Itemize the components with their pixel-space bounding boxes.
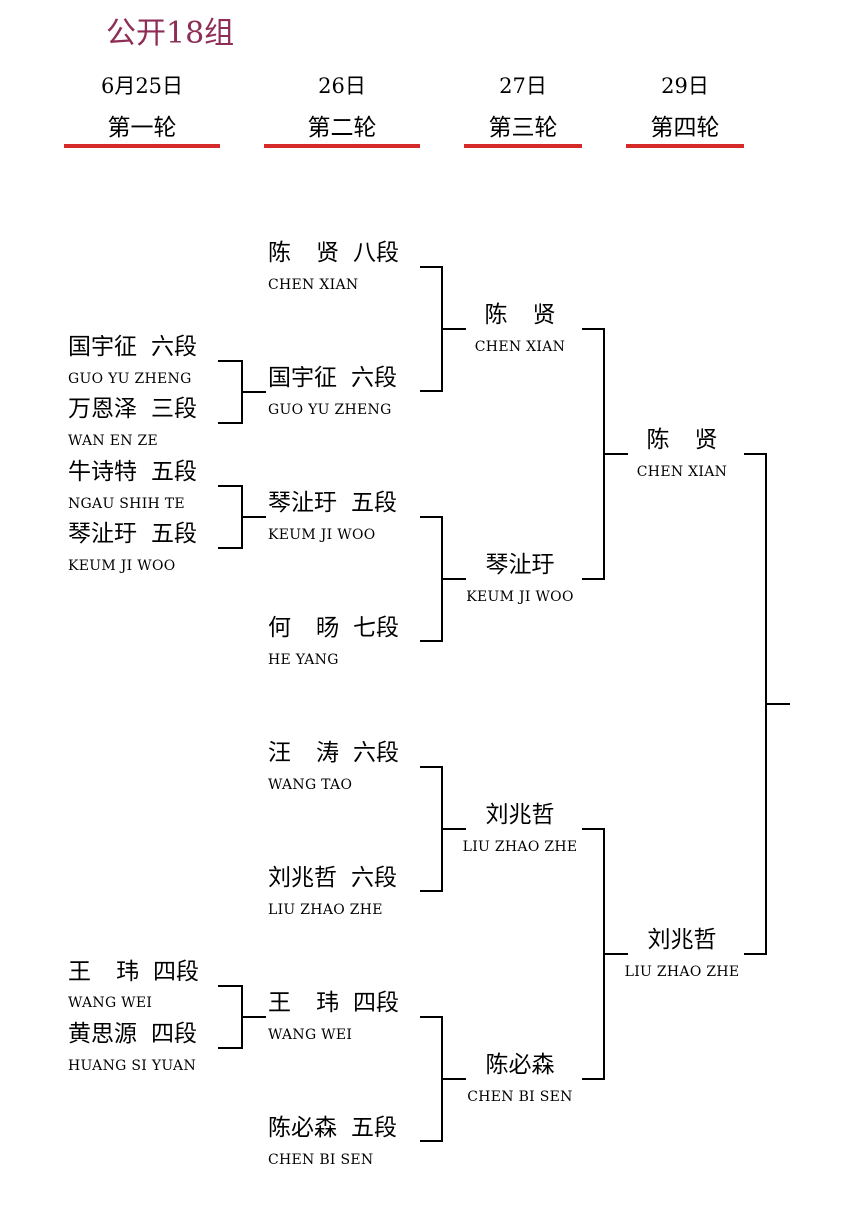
r2-player-8-pinyin: CHEN BI SEN (268, 1152, 374, 1168)
r3-player-1-name: 陈贤 (484, 302, 556, 328)
r1-player-5-name: 王玮四段 (68, 959, 199, 985)
r2-player-3-name: 琴沚玗五段 (268, 490, 397, 516)
round-header-2: 26日 第二轮 (264, 70, 420, 150)
round-date: 6月25日 (100, 74, 184, 98)
r1-player-4-name: 琴沚玗五段 (68, 521, 197, 547)
round-underline (626, 144, 744, 148)
round-name: 第一轮 (107, 115, 177, 141)
r3-player-3-pinyin: LIU ZHAO ZHE (462, 839, 578, 855)
r3-player-3-name: 刘兆哲 (485, 802, 555, 828)
r1-player-2-pinyin: WAN EN ZE (68, 433, 159, 449)
r2-player-4-name: 何旸七段 (268, 615, 399, 641)
round-date: 27日 (499, 74, 547, 98)
r4-player-2-name: 刘兆哲 (647, 927, 717, 953)
r2-bracket-4 (420, 1016, 443, 1142)
r1-bracket-2 (218, 485, 243, 549)
r1-player-2-name: 万恩泽三段 (68, 396, 197, 422)
r2-player-3-pinyin: KEUM JI WOO (268, 527, 376, 543)
r4-bracket (744, 453, 767, 955)
r1-player-4-pinyin: KEUM JI WOO (68, 558, 176, 574)
r3-player-4-name: 陈必森 (485, 1052, 555, 1078)
r2-player-8-name: 陈必森五段 (268, 1115, 397, 1141)
r3-bracket-2 (582, 828, 605, 1080)
round-underline (64, 144, 220, 148)
r2-player-1-pinyin: CHEN XIAN (268, 277, 359, 293)
r4-player-2-pinyin: LIU ZHAO ZHE (624, 964, 740, 980)
r2-player-6-name: 刘兆哲六段 (268, 865, 397, 891)
r2-player-2-name: 国宇征六段 (268, 365, 397, 391)
r1-bracket-1 (218, 360, 243, 424)
r3-player-1-pinyin: CHEN XIAN (474, 339, 566, 355)
r1-player-6-pinyin: HUANG SI YUAN (68, 1058, 197, 1074)
r1-player-3-name: 牛诗特五段 (68, 459, 197, 485)
r3-player-2-name: 琴沚玗 (485, 552, 555, 578)
page-title: 公开18组 (106, 16, 235, 51)
r2-bracket-2 (420, 516, 443, 642)
round-header-3: 27日 第三轮 (464, 70, 582, 150)
r1-player-1-name: 国宇征六段 (68, 334, 197, 360)
r2-player-2-pinyin: GUO YU ZHENG (268, 402, 392, 418)
round-header-4: 29日 第四轮 (626, 70, 744, 150)
r2-bracket-3 (420, 766, 443, 892)
round-underline (264, 144, 420, 148)
r2-player-6-pinyin: LIU ZHAO ZHE (268, 902, 383, 918)
r2-player-4-pinyin: HE YANG (268, 652, 339, 668)
round-date: 26日 (318, 74, 366, 98)
round-name: 第三轮 (488, 115, 558, 141)
round-name: 第二轮 (307, 115, 377, 141)
r2-player-7-pinyin: WANG WEI (268, 1027, 353, 1043)
r1-player-5-pinyin: WANG WEI (68, 995, 153, 1011)
r2-player-5-pinyin: WANG TAO (268, 777, 353, 793)
r3-player-2-pinyin: KEUM JI WOO (466, 589, 574, 605)
r2-player-5-name: 汪涛六段 (268, 740, 399, 766)
r1-bracket-3 (218, 985, 243, 1049)
r1-player-6-name: 黄思源四段 (68, 1021, 197, 1047)
r3-player-4-pinyin: CHEN BI SEN (467, 1089, 573, 1105)
r4-player-1-name: 陈贤 (646, 427, 718, 453)
r1-player-3-pinyin: NGAU SHIH TE (68, 496, 185, 512)
r2-player-1-name: 陈贤八段 (268, 240, 399, 266)
round-name: 第四轮 (650, 115, 720, 141)
r3-bracket-1 (582, 328, 605, 580)
round-underline (464, 144, 582, 148)
r1-player-1-pinyin: GUO YU ZHENG (68, 371, 192, 387)
r2-bracket-1 (420, 266, 443, 392)
r2-player-7-name: 王玮四段 (268, 990, 399, 1016)
round-header-1: 6月25日 第一轮 (64, 70, 220, 150)
r4-player-1-pinyin: CHEN XIAN (636, 464, 728, 480)
round-date: 29日 (661, 74, 709, 98)
